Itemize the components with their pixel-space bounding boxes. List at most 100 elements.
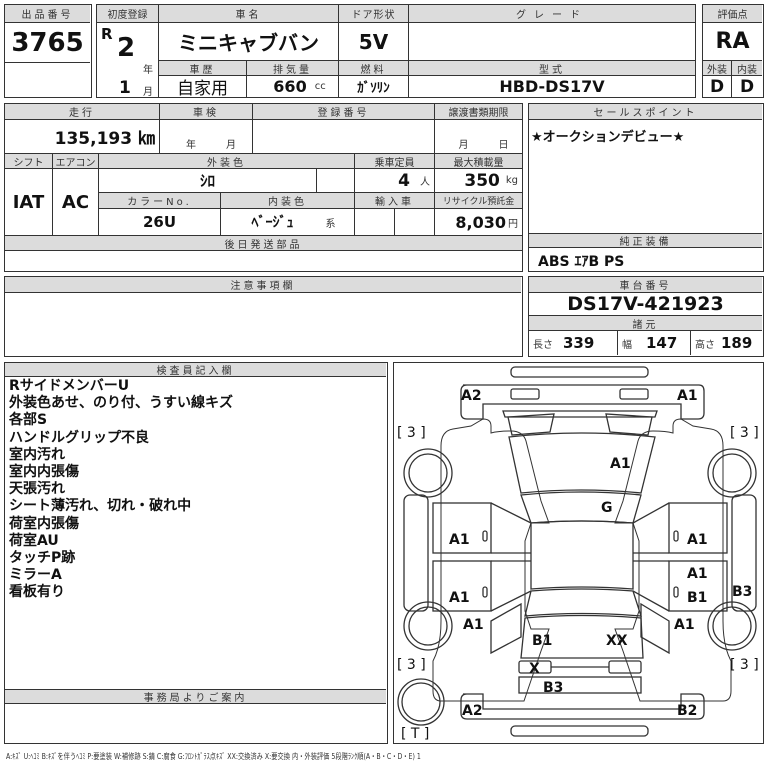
note-line: 天張汚れ — [9, 481, 65, 498]
tire-rear-left: [ 3 ] — [397, 657, 426, 673]
mark-right-side-strip: B3 — [732, 584, 752, 600]
capacity-cell: 4 人 — [355, 169, 435, 193]
tire-rear-right: [ 3 ] — [730, 657, 759, 673]
ext-color-value: ｼﾛ — [99, 169, 317, 193]
sales-point-text: ★オークションデビュー★ — [531, 130, 685, 145]
displacement-unit: cc — [314, 81, 326, 92]
car-name: ミニキャブバン — [159, 23, 339, 61]
max-load-cell: 350 kg — [435, 169, 522, 193]
sales-block: セールスポイント ★オークションデビュー★ 純正装備 ABS ｴｱB PS — [528, 103, 764, 272]
interior-grade: D — [739, 76, 755, 97]
mark-windshield: G — [601, 500, 613, 516]
score-label: 評価点 — [703, 5, 762, 23]
ext-color-label: 外装色 — [99, 154, 355, 169]
exterior-grade: D — [703, 76, 732, 97]
model-value: HBD-DS17V — [499, 77, 605, 96]
ac-label: エアコン — [53, 154, 99, 169]
mark-left-front-door: A1 — [449, 532, 470, 548]
width-value: 147 — [646, 334, 678, 352]
transfer-cell: 月 日 — [435, 120, 522, 154]
later-parts-label: 後日発送部品 — [5, 236, 522, 251]
note-line: 室内内張傷 — [9, 464, 79, 481]
note-line: ミラーA — [9, 567, 62, 584]
registration-value — [253, 120, 435, 154]
office-label: 事務局よりご案内 — [5, 689, 386, 704]
height-value: 189 — [721, 334, 753, 352]
mark-rear-left: B1 — [532, 633, 552, 649]
recycle-label: リサイクル預託金 — [435, 193, 522, 209]
grade-value — [409, 23, 695, 61]
reg-year: 2 — [117, 33, 136, 63]
tire-spare: [ T ] — [401, 726, 429, 742]
specs-label: 諸元 — [529, 316, 762, 331]
first-reg-label: 初度登録 — [97, 5, 159, 23]
inspection-label: 車検 — [160, 104, 253, 120]
inspector-notes: RサイドメンバーU 外装色あせ、のり付、うすい線キズ 各部S ハンドルグリップ不… — [9, 378, 233, 602]
note-line: 荷室AU — [9, 532, 59, 549]
displacement-cell: 660 cc — [247, 76, 339, 97]
max-load-label: 最大積載量 — [435, 154, 522, 169]
car-outline-diagram: A2 A1 A1 G A1 A1 A1 A1 B1 B3 A1 A1 B1 XX… — [397, 366, 759, 742]
fuel-value: ｶﾞｿﾘﾝ — [339, 76, 409, 97]
sales-point-label: セールスポイント — [529, 104, 762, 120]
int-color-cell: ﾍﾞｰｼﾞｭ 系 — [221, 209, 355, 236]
details-block: 走行 車検 登録番号 譲渡書類期限 135,193 ㎞ 年 月 月 日 シフト … — [4, 103, 523, 272]
tires — [397, 448, 757, 726]
shift-label: シフト — [5, 154, 53, 169]
import-cell-a — [355, 209, 395, 236]
note-line: 外装色あせ、のり付、うすい線キズ — [9, 395, 233, 412]
inspection-year-unit: 年 — [186, 140, 196, 151]
grade-label: グレード — [409, 5, 695, 23]
note-line: 荷室内張傷 — [9, 515, 79, 532]
chassis-value: DS17V-421923 — [529, 293, 762, 316]
month-unit: 月 — [143, 87, 153, 98]
exterior-label: 外装 — [703, 61, 732, 76]
chassis-label: 車台番号 — [529, 277, 762, 293]
mark-hood: A1 — [610, 456, 631, 472]
lot-number-box: 出品番号 3765 — [4, 4, 92, 98]
mark-rear-bumper-right: B2 — [677, 703, 697, 719]
caution-block: 注意事項欄 — [4, 276, 523, 357]
ac-value: AC — [53, 169, 99, 236]
recycle-unit: 円 — [508, 218, 518, 230]
transfer-day-unit: 日 — [498, 140, 509, 151]
color-no-value: 26U — [99, 209, 221, 236]
equipment-value: ABS ｴｱB PS — [538, 254, 625, 270]
history-label: 車歴 — [159, 61, 247, 76]
car-diagram: A2 A1 A1 G A1 A1 A1 A1 B1 B3 A1 A1 B1 XX… — [393, 362, 764, 744]
note-line: タッチP跡 — [9, 550, 76, 567]
tire-front-right: [ 3 ] — [730, 425, 759, 441]
max-load-unit: kg — [505, 175, 518, 186]
later-parts-value — [5, 251, 522, 271]
int-color-value: ﾍﾞｰｼﾞｭ — [251, 215, 294, 231]
first-reg-cell: R 2 年 1 月 — [97, 23, 159, 98]
tire-front-left: [ 3 ] — [397, 425, 426, 441]
color-no-label: カラーNo. — [99, 193, 221, 209]
capacity-label: 乗車定員 — [355, 154, 435, 169]
import-cell-b — [395, 209, 435, 236]
length-value: 339 — [563, 334, 595, 352]
mark-rear-right: XX — [606, 633, 628, 649]
year-unit: 年 — [143, 65, 153, 76]
note-line: 看板有り — [9, 584, 65, 601]
history-value: 自家用 — [159, 76, 247, 97]
mark-front-right-corner: A1 — [677, 388, 698, 404]
shift-value: IAT — [5, 169, 53, 236]
damage-code-legend: A:ｷｽﾞ U:ﾍｺﾐ B:ｷｽﾞを伴うﾍｺﾐ P:要塗装 W:補修跡 S:錆 … — [6, 752, 421, 761]
capacity-value: 4 — [398, 170, 410, 191]
lot-number-label: 出品番号 — [5, 5, 90, 23]
note-line: 各部S — [9, 412, 48, 429]
width-label: 幅 — [622, 339, 632, 351]
capacity-unit: 人 — [420, 177, 430, 188]
note-line: 室内汚れ — [9, 446, 65, 463]
mark-right-front-door: A1 — [687, 532, 708, 548]
score-box: 評価点 RA 外装 内装 D D — [702, 4, 764, 98]
height-cell: 高さ 189 — [691, 331, 762, 355]
transfer-label: 譲渡書類期限 — [435, 104, 522, 120]
registration-label: 登録番号 — [253, 104, 435, 120]
era: R — [101, 25, 113, 43]
note-line: シート薄汚れ、切れ・破れ中 — [9, 498, 192, 515]
width-cell: 幅 147 — [618, 331, 691, 355]
recycle-cell: 8,030 円 — [435, 209, 522, 236]
mark-left-rear-quarter: A1 — [463, 617, 484, 633]
